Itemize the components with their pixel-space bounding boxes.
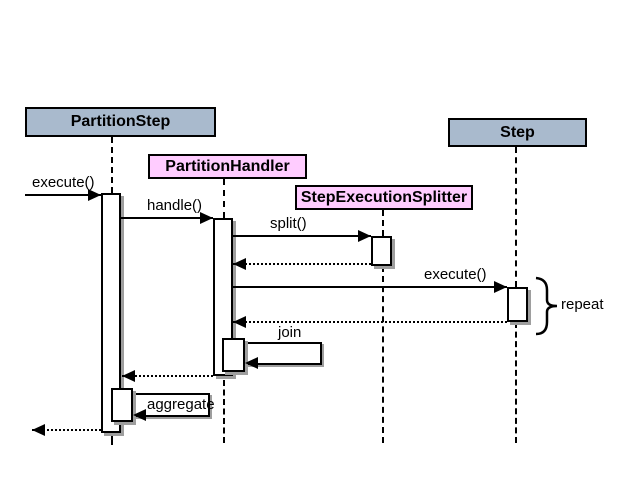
actor-box-stepexecutionsplitter: StepExecutionSplitter [295, 185, 473, 210]
activation-partitionstep [101, 193, 121, 433]
lifeline-stepexecutionsplitter-bottom [382, 266, 384, 443]
return-execute2-arrowhead-icon [233, 316, 246, 328]
return-handle-line [122, 375, 213, 377]
message-execute-label: execute() [32, 174, 95, 191]
message-execute-line [25, 194, 101, 196]
activation-join [222, 338, 245, 372]
lifeline-stepexecutionsplitter-top [382, 210, 384, 236]
actor-label-stepexecutionsplitter: StepExecutionSplitter [300, 188, 468, 206]
message-split-arrowhead-icon [358, 230, 371, 242]
self-message-aggregate-arrowhead-icon [133, 409, 146, 421]
activation-step [507, 287, 528, 322]
lifeline-partitionstep-top [111, 137, 113, 193]
lifeline-partitionhandler-top [223, 179, 225, 218]
return-handle-arrowhead-icon [122, 370, 135, 382]
message-execute2-label: execute() [424, 266, 487, 283]
self-message-aggregate-label: aggregate [147, 396, 215, 413]
activation-aggregate [111, 388, 133, 422]
return-split-line [233, 263, 371, 265]
message-split-line [233, 235, 371, 237]
return-split-arrowhead-icon [233, 258, 246, 270]
message-handle-label: handle() [147, 197, 203, 214]
lifeline-step-top [515, 147, 517, 287]
message-execute-arrowhead-icon [88, 189, 101, 201]
message-split-label: split() [270, 215, 307, 232]
self-message-join-loop [245, 342, 322, 365]
lifeline-partitionstep-bottom [111, 436, 113, 445]
message-execute2-line [233, 286, 507, 288]
actor-label-partitionstep: PartitionStep [70, 113, 171, 130]
actor-box-partitionhandler: PartitionHandler [148, 154, 307, 179]
self-message-join-label: join [278, 324, 302, 341]
activation-stepexecutionsplitter [371, 236, 392, 266]
actor-box-step: Step [448, 118, 587, 147]
actor-label-partitionhandler: PartitionHandler [165, 157, 290, 175]
lifeline-step-bottom [515, 322, 517, 443]
return-final-line [32, 429, 101, 431]
activation-partitionhandler [213, 218, 233, 376]
self-message-join-arrowhead-icon [245, 357, 258, 369]
actor-box-partitionstep: PartitionStep [25, 107, 216, 137]
message-handle-line [121, 217, 213, 219]
return-final-arrowhead-icon [32, 424, 45, 436]
actor-label-step: Step [500, 123, 535, 141]
return-execute2-line [233, 321, 507, 323]
repeat-label: repeat [561, 296, 604, 313]
repeat-brace-icon [535, 276, 558, 336]
lifeline-partitionhandler-bottom [223, 380, 225, 443]
message-handle-arrowhead-icon [200, 212, 213, 224]
message-execute2-arrowhead-icon [494, 281, 507, 293]
